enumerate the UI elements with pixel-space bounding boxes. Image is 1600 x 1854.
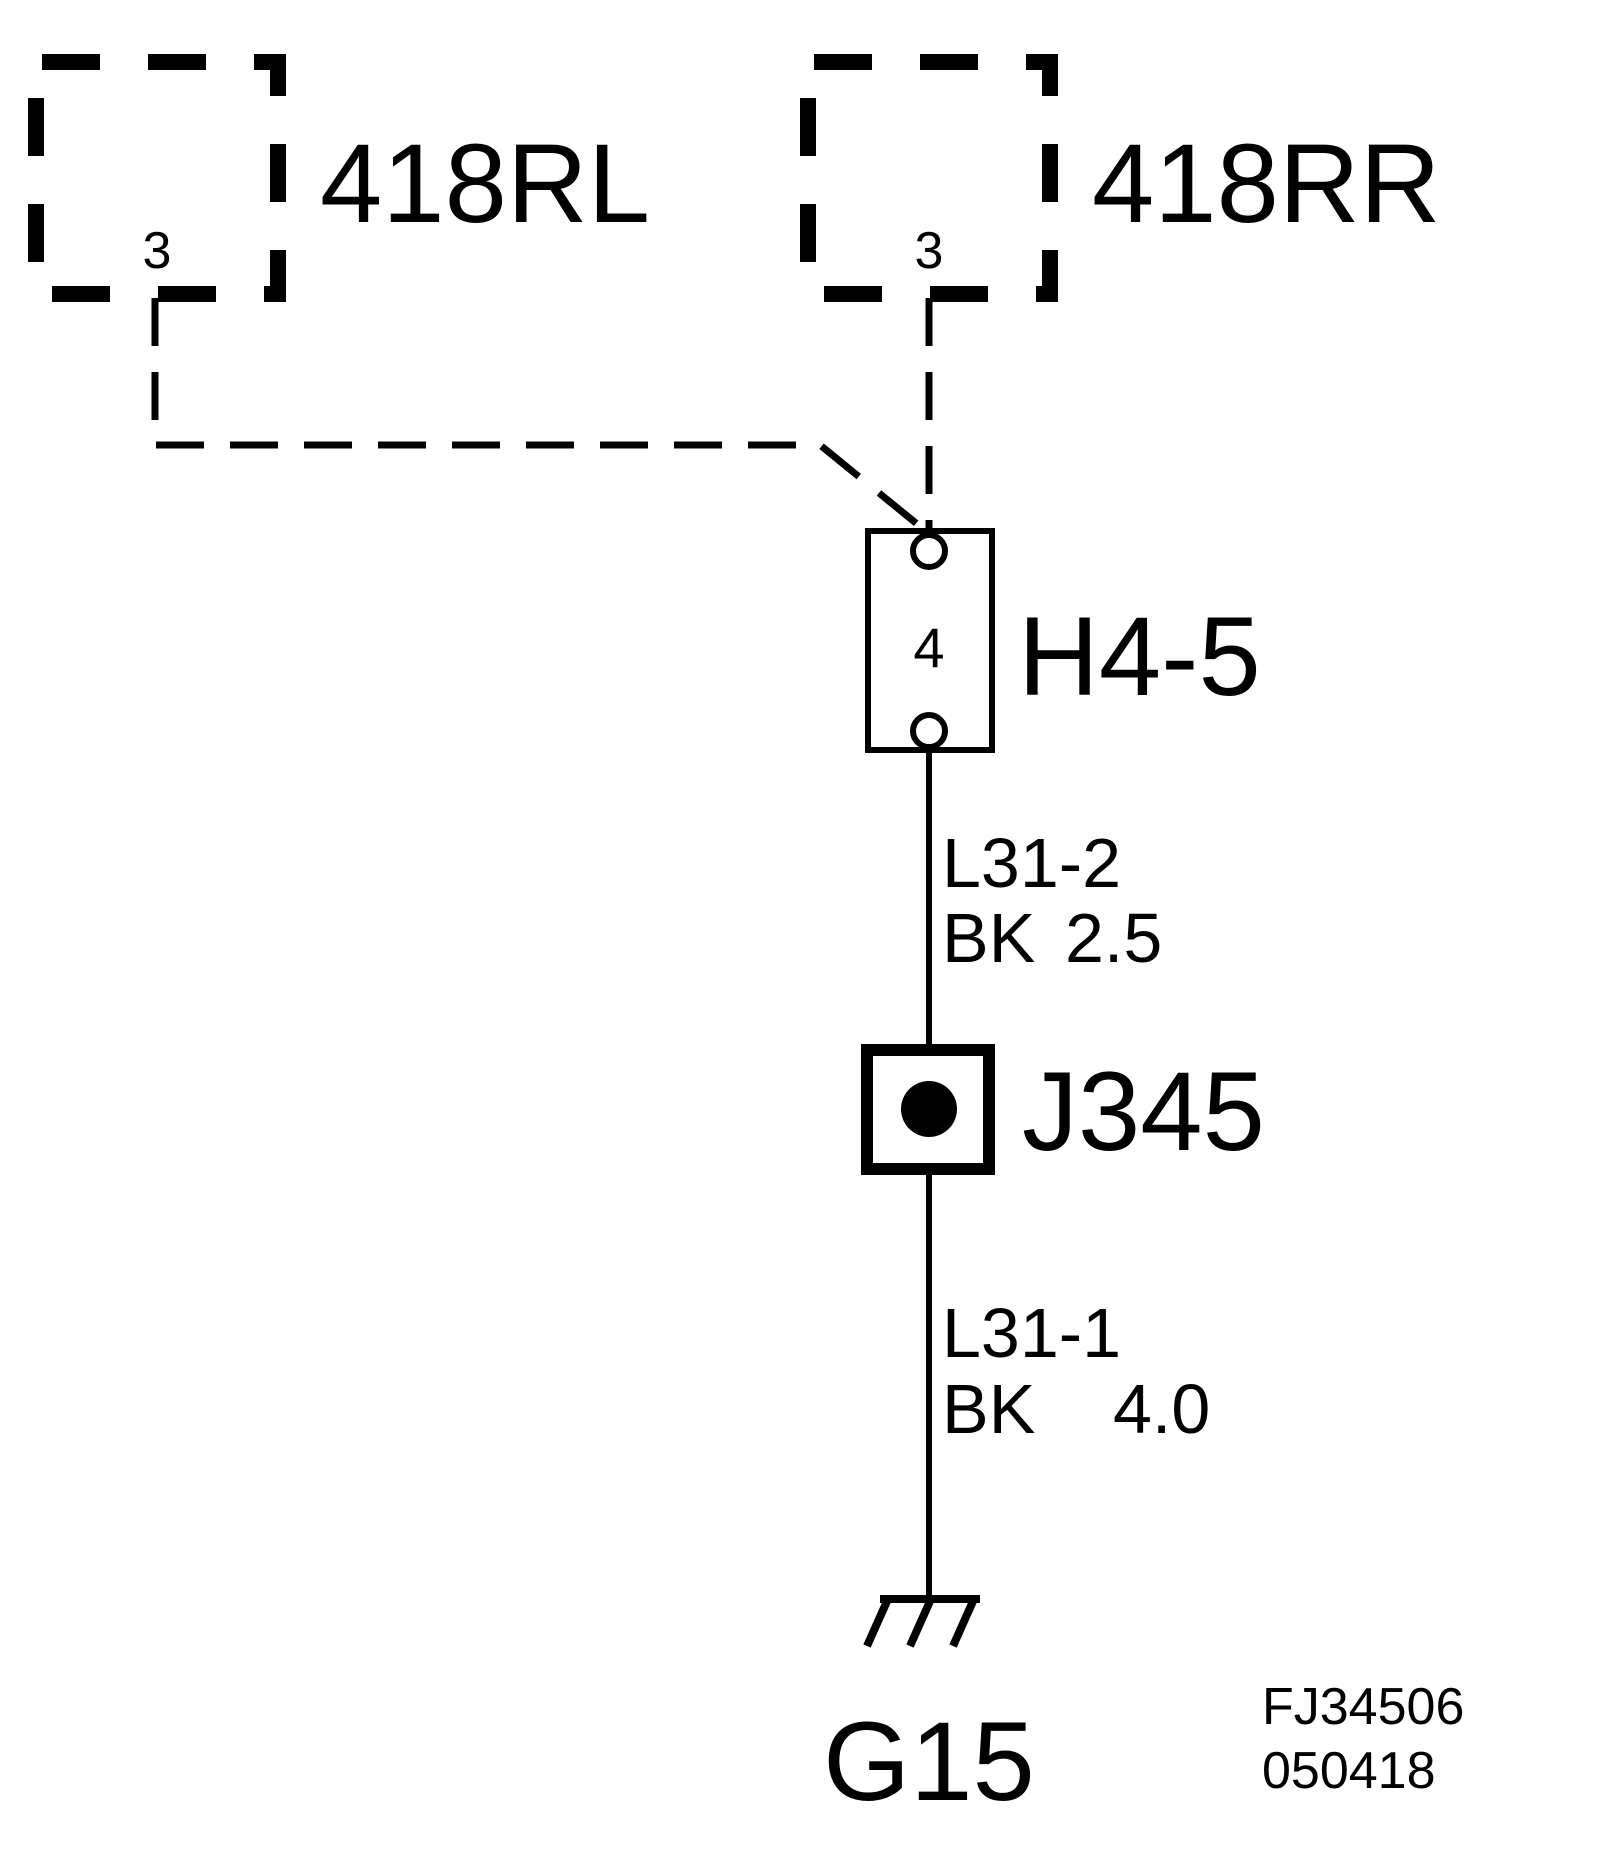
wire-l31-1-circuit: L31-1 xyxy=(942,1294,1121,1372)
connector-h4-5-label: H4-5 xyxy=(1018,594,1261,719)
wire-l31-2-size: 2.5 xyxy=(1065,899,1162,977)
wire-l31-2-circuit: L31-2 xyxy=(942,824,1121,902)
dashed-wire-418rl xyxy=(151,298,925,531)
wire-l31-1-color: BK xyxy=(942,1370,1035,1448)
component-418rr-outline xyxy=(800,54,1058,302)
wire-l31-2-color: BK xyxy=(942,899,1035,977)
connector-h4-5-bottom-terminal xyxy=(910,712,948,750)
component-418rl-pin: 3 xyxy=(143,222,172,280)
ground-g15-label: G15 xyxy=(823,1699,1035,1824)
figure-number: FJ34506 xyxy=(1262,1678,1464,1736)
connector-h4-5-pin: 4 xyxy=(913,616,944,679)
ground-hatch-3 xyxy=(949,1597,978,1648)
splice-j345: J345 xyxy=(861,1044,1265,1175)
ground-hatch-1 xyxy=(863,1597,892,1648)
ground-g15: G15 xyxy=(823,1595,1035,1824)
component-418rl: 3 418RL xyxy=(28,54,650,302)
figure-reference: FJ34506 050418 xyxy=(1262,1678,1464,1800)
component-418rl-outline xyxy=(28,54,286,302)
figure-date: 050418 xyxy=(1262,1742,1436,1800)
splice-j345-dot xyxy=(901,1081,957,1137)
wire-l31-2-spec: BK 2.5 xyxy=(942,899,1162,977)
component-418rr: 3 418RR xyxy=(800,54,1441,302)
splice-j345-label: J345 xyxy=(1022,1049,1265,1174)
connector-h4-5-top-terminal xyxy=(910,532,948,570)
component-418rr-pin: 3 xyxy=(915,222,944,280)
connector-h4-5: 4 H4-5 xyxy=(865,528,1261,753)
component-418rl-label: 418RL xyxy=(320,121,650,246)
wire-l31-1-spec: BK 4.0 xyxy=(942,1370,1210,1448)
component-418rr-label: 418RR xyxy=(1092,121,1441,246)
wire-l31-1-size: 4.0 xyxy=(1113,1370,1210,1448)
ground-hatch-2 xyxy=(906,1597,935,1648)
